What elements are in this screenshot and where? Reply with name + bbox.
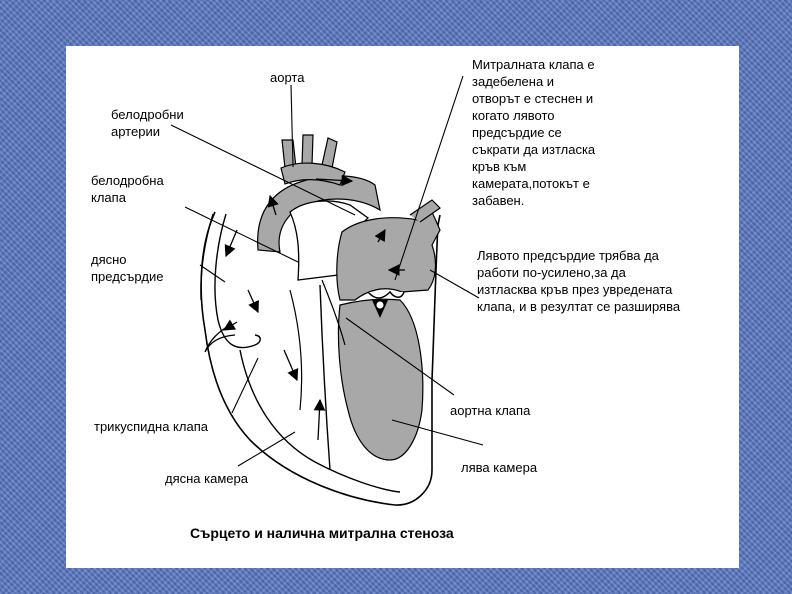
- vena-cava-inferior: [204, 324, 236, 353]
- label-left-ventricle: лява камера: [461, 460, 538, 475]
- label-pulmonary-arteries: белодробни артерии: [111, 107, 184, 139]
- heart-outline: [200, 211, 441, 506]
- septum-inner: [289, 289, 303, 411]
- right-atrium-outline: [214, 213, 261, 349]
- left-atrium: [336, 211, 441, 301]
- label-aorta: аорта: [270, 70, 305, 85]
- septum: [319, 284, 331, 471]
- label-tricuspid-valve: трикуспидна клапа: [94, 419, 208, 434]
- leader-lines: [170, 75, 484, 467]
- note-mitral-valve: Митралната клапа е задебелена и отворът …: [472, 57, 596, 208]
- label-right-ventricle: дясна камера: [165, 471, 248, 486]
- right-ventricle-outline: [239, 349, 401, 493]
- left-ventricle: [337, 298, 424, 461]
- label-right-atrium: дясно предсърдие: [91, 252, 164, 284]
- diagram-caption: Сърцето и налична митрална стеноза: [190, 525, 454, 541]
- note-left-atrium: Лявото предсърдие трябва да работи по-ус…: [477, 248, 681, 314]
- mitral-valve: [367, 290, 405, 318]
- aorta-branches: [281, 134, 338, 169]
- label-aortic-valve: аортна клапа: [450, 403, 531, 418]
- flow-arrows: [223, 174, 405, 441]
- vena-cava-line: [200, 213, 214, 301]
- label-pulmonary-valve: белодробна клапа: [91, 173, 164, 205]
